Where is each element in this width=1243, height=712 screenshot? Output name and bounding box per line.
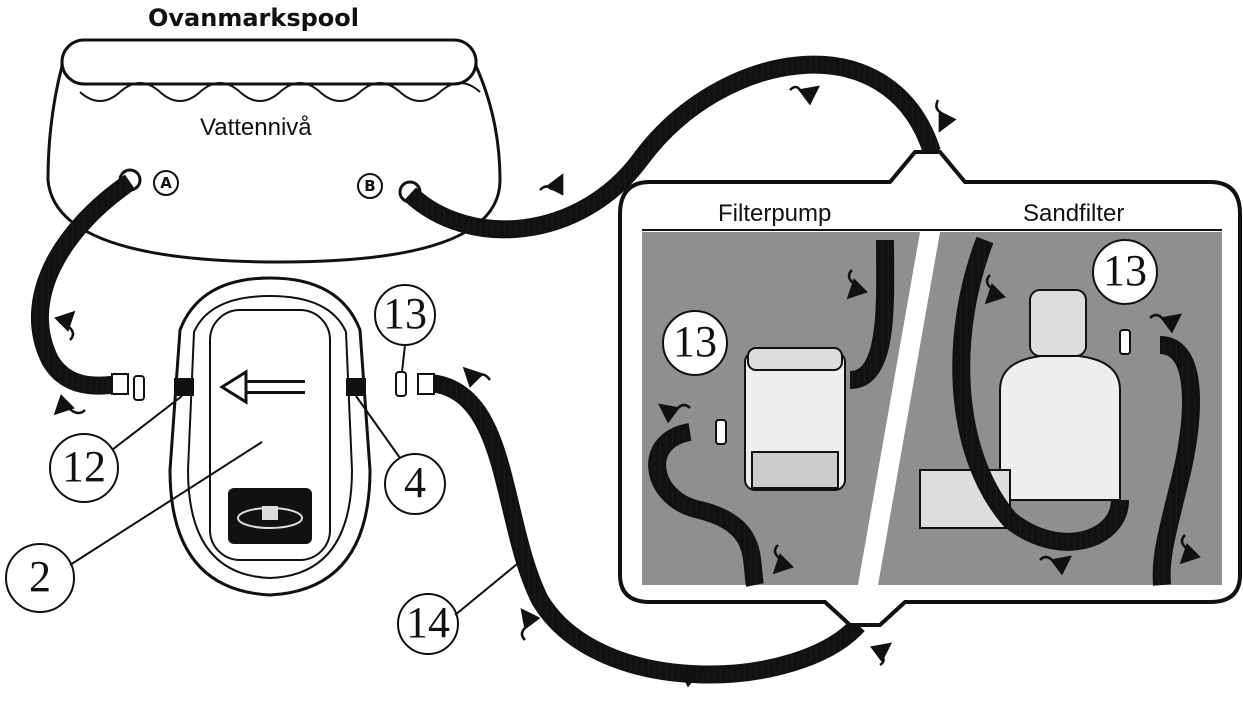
inlet-b-label: B xyxy=(364,177,376,195)
water-line xyxy=(79,82,481,102)
callouts xyxy=(5,170,1158,655)
callout-12: 12 xyxy=(62,442,106,491)
callout-2: 2 xyxy=(29,552,51,601)
pool-cleaner xyxy=(168,276,372,597)
flow-arrow-icon xyxy=(53,85,1201,688)
sand-filter xyxy=(919,236,1201,586)
pool-title: Ovanmarkspool xyxy=(148,4,359,32)
filter-pump xyxy=(648,239,895,587)
callout-13-sand: 13 xyxy=(1103,246,1147,295)
hoses xyxy=(31,55,941,684)
callout-13-pump: 13 xyxy=(673,317,717,366)
equipment-panel xyxy=(618,150,1242,627)
direction-arrow-icon xyxy=(219,369,305,405)
hose-clamp-icon xyxy=(133,371,407,401)
callout-14: 14 xyxy=(406,598,450,647)
pool xyxy=(46,38,502,264)
callout-13-left: 13 xyxy=(383,289,427,338)
water-level-label: Vattennivå xyxy=(200,114,312,141)
filter-pump-label: Filterpump xyxy=(718,200,832,227)
callout-4: 4 xyxy=(404,458,426,507)
sand-filter-label: Sandfilter xyxy=(1023,200,1125,227)
inlet-a-label: A xyxy=(160,174,172,192)
leader-lines xyxy=(69,344,523,616)
